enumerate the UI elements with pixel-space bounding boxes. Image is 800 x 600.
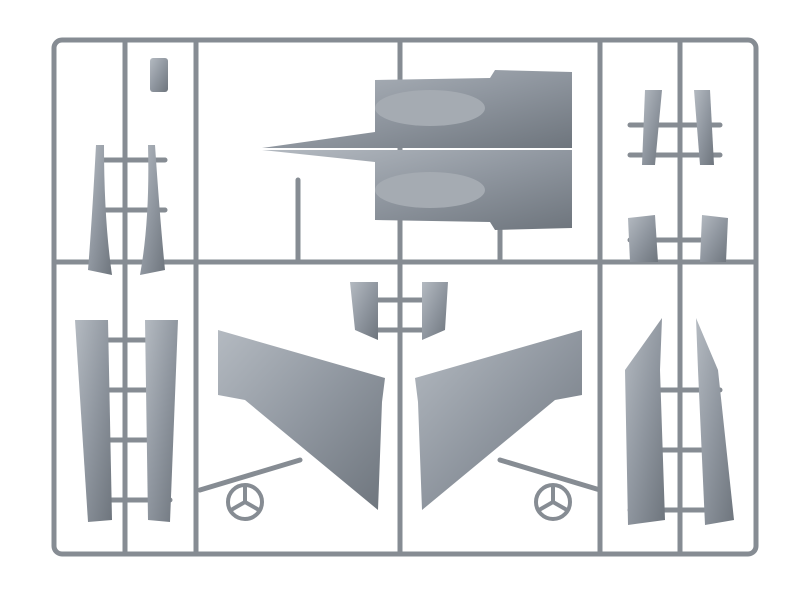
- fuselage-part: [262, 70, 572, 230]
- part-fin-a: [642, 90, 662, 165]
- part-fin-b: [694, 90, 714, 165]
- wheel-part-right: [534, 483, 572, 521]
- part-frame-left-b: [140, 145, 165, 275]
- part-nacelle-c: [625, 318, 665, 525]
- wing-left: [218, 330, 385, 510]
- wing-right: [415, 330, 582, 510]
- part-intake-a: [350, 282, 378, 340]
- wheel-part-left: [226, 483, 264, 521]
- part-small-b: [700, 215, 728, 262]
- part-nacelle-d: [696, 318, 734, 525]
- part-nacelle-a: [75, 320, 112, 522]
- small-part: [150, 58, 168, 92]
- part-intake-b: [422, 282, 448, 340]
- part-frame-left-a: [88, 145, 112, 275]
- part-nacelle-b: [145, 320, 178, 522]
- part-small-a: [628, 215, 658, 262]
